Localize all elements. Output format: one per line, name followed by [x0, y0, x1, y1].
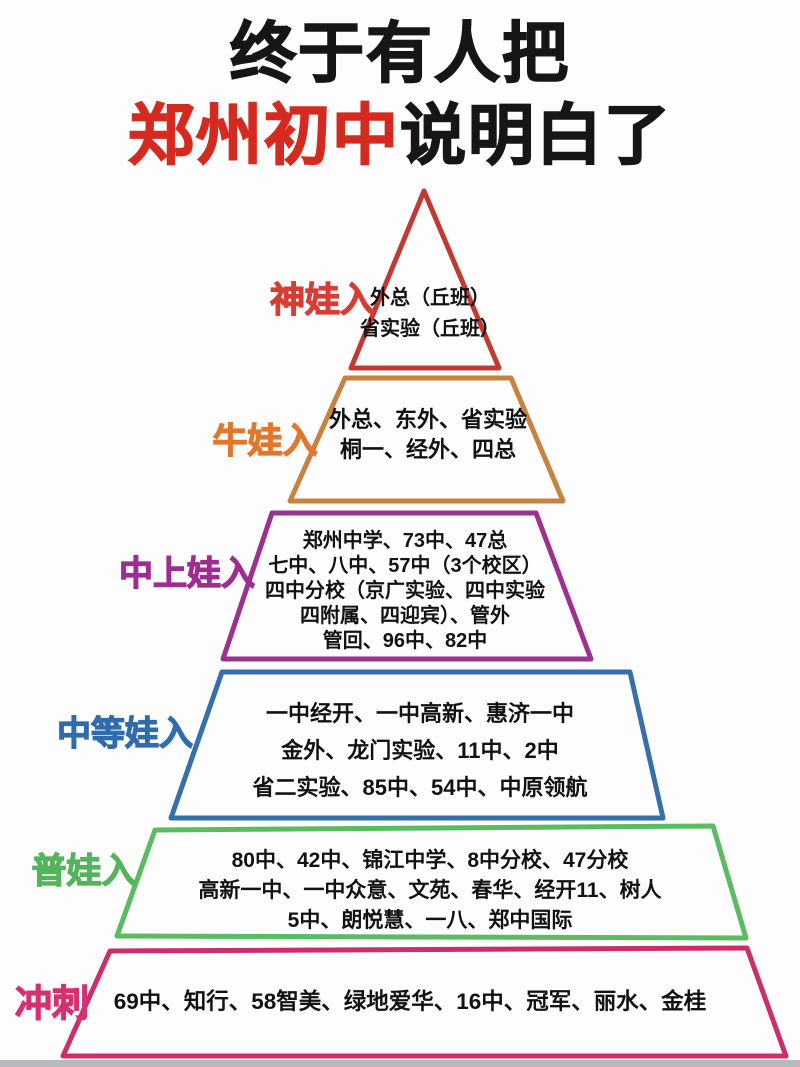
- tier-label-zhongshang: 中上娃入: [118, 554, 255, 593]
- tier-label-zhongdeng: 中等娃入: [56, 714, 193, 753]
- tier-label-niuwa: 牛娃入: [212, 421, 318, 461]
- school-line: 管回、96中、82中: [322, 630, 488, 652]
- title-highlight: 郑州初中: [127, 97, 400, 173]
- school-line: 外总、东外、省实验: [328, 407, 527, 432]
- tier-schools-zhongshang: 郑州中学、73中、47总 七中、八中、57中（3个校区） 四中分校（京广实验、四…: [238, 529, 572, 654]
- title-line-2: 郑州初中说明白了: [0, 96, 800, 174]
- tier-3-trapezoid-outline: [220, 510, 594, 662]
- school-line: 省实验（丘班）: [360, 318, 500, 340]
- school-line: 七中、八中、57中（3个校区）: [268, 555, 542, 577]
- tier-1-triangle-outline: [348, 188, 502, 371]
- title-line-1: 终于有人把: [229, 15, 570, 91]
- bottom-edge-bar: [0, 1060, 800, 1067]
- tier-schools-niuwa: 外总、东外、省实验 桐一、经外、四总: [300, 405, 556, 465]
- tier-schools-puwa: 80中、42中、锦江中学、8中分校、47分校 高新一中、一中众意、文苑、春华、经…: [135, 846, 725, 936]
- tier-2-trapezoid-outline: [287, 375, 566, 504]
- tier-schools-chongci: 69中、知行、58智美、绿地爱华、16中、冠军、丽水、金桂: [95, 987, 725, 1017]
- school-line: 省二实验、85中、54中、中原领航: [252, 775, 588, 800]
- school-line: 5中、朗悦慧、一八、郑中国际: [287, 909, 573, 932]
- tier-4-trapezoid-outline: [168, 669, 666, 821]
- school-line: 桐一、经外、四总: [339, 437, 516, 462]
- school-line: 四中分校（京广实验、四中实验: [265, 580, 545, 602]
- tier-label-shenwa: 神娃入: [269, 280, 375, 320]
- school-line: 金外、龙门实验、11中、2中: [281, 738, 559, 763]
- school-line: 郑州中学、73中、47总: [302, 530, 508, 552]
- tier-5-trapezoid-outline: [114, 823, 749, 941]
- tier-6-trapezoid-outline: [60, 945, 789, 1059]
- school-line: 外总（丘班）: [370, 287, 490, 309]
- tier-schools-shenwa: 外总（丘班） 省实验（丘班）: [340, 283, 520, 345]
- school-line: 69中、知行、58智美、绿地爱华、16中、冠军、丽水、金桂: [113, 989, 707, 1014]
- tier-label-chongci: 冲刺: [14, 982, 89, 1024]
- title-rest: 说明白了: [399, 97, 672, 173]
- school-line: 高新一中、一中众意、文苑、春华、经开11、树人: [198, 879, 662, 902]
- school-line: 四附属、四迎宾）、管外: [300, 605, 510, 627]
- school-line: 80中、42中、锦江中学、8中分校、47分校: [231, 849, 629, 872]
- tier-schools-zhongdeng: 一中经开、一中高新、惠济一中 金外、龙门实验、11中、2中 省二实验、85中、5…: [195, 695, 645, 806]
- tier-label-puwa: 普娃入: [31, 851, 137, 891]
- school-line: 一中经开、一中高新、惠济一中: [265, 701, 574, 726]
